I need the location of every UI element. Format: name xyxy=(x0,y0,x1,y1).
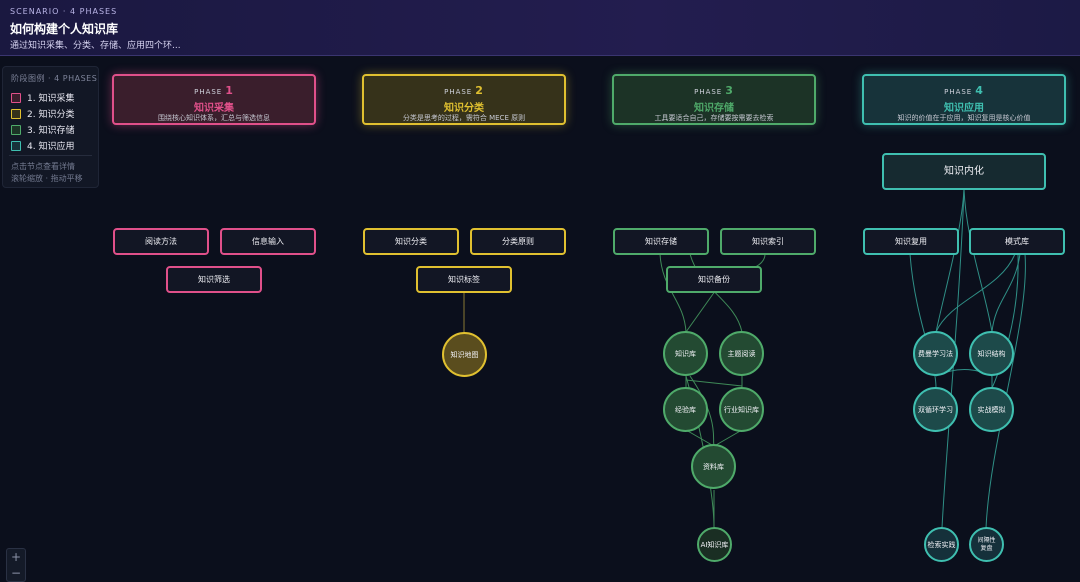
link-exp-archive xyxy=(685,429,713,446)
node-practice-simulation[interactable]: 实战模拟 xyxy=(969,387,1014,432)
node-experience-base[interactable]: 经验库 xyxy=(663,387,708,432)
phase-name: 知识采集 xyxy=(194,103,234,114)
node-topic-reading[interactable]: 主题阅读 xyxy=(719,331,764,376)
legend-swatch xyxy=(11,108,21,119)
legend-item-label: 3. 知识存储 xyxy=(27,126,75,136)
link-internal-pattern xyxy=(963,188,993,333)
header-bar: SCENARIO · 4 PHASES 如何构建个人知识库 通过知识采集、分类、… xyxy=(0,0,1080,56)
link-industry-archive xyxy=(715,429,743,446)
phase-desc: 知识的价值在于应用，知识复用是核心价值 xyxy=(897,114,1031,122)
link-backup-kb xyxy=(685,293,714,333)
legend-item-phase3[interactable]: 3. 知识存储 xyxy=(11,123,74,136)
page-title: 如何构建个人知识库 xyxy=(10,22,119,36)
node-spaced-review[interactable]: 间隔性复盘 xyxy=(969,527,1004,562)
link-storage-reading xyxy=(689,253,743,333)
link-kb-industry xyxy=(685,379,743,387)
link-pattern-feynman xyxy=(935,253,1016,333)
legend-swatch xyxy=(11,92,21,103)
node-feynman-method[interactable]: 费曼学习法 xyxy=(913,331,958,376)
legend-divider xyxy=(9,155,92,156)
node-pattern-library[interactable]: 模式库 xyxy=(969,228,1065,255)
node-double-loop-learning[interactable]: 双循环学习 xyxy=(913,387,958,432)
phase-name: 知识分类 xyxy=(444,103,484,114)
phase-desc: 围绕核心知识体系，汇总与筛选信息 xyxy=(158,114,270,122)
link-kb-archive xyxy=(689,375,715,446)
node-reading-method[interactable]: 阅读方法 xyxy=(113,228,209,255)
link-storage-kb xyxy=(659,253,687,333)
node-internalization[interactable]: 知识内化 xyxy=(882,153,1046,190)
phase-desc: 工具要适合自己，存储要按需要去检索 xyxy=(654,114,774,122)
legend-panel: 阶段图例 · 4 PHASES 1. 知识采集 2. 知识分类 3. 知识存储 … xyxy=(2,66,99,188)
legend-item-label: 1. 知识采集 xyxy=(27,94,75,104)
link-pattern-spaced xyxy=(985,253,1026,529)
legend-swatch xyxy=(11,140,21,151)
node-info-input[interactable]: 信息输入 xyxy=(220,228,316,255)
legend-hint-zoom: 滚轮缩放 · 拖动平移 xyxy=(11,174,83,183)
legend-item-label: 2. 知识分类 xyxy=(27,110,75,120)
legend-title: 阶段图例 · 4 PHASES xyxy=(11,74,98,83)
phase-desc: 分类是思考的过程，需符合 MECE 原则 xyxy=(402,114,526,122)
node-ai-knowledge-base[interactable]: AI知识库 xyxy=(697,527,732,562)
node-knowledge-structure[interactable]: 知识结构 xyxy=(969,331,1014,376)
node-archive[interactable]: 资料库 xyxy=(691,444,736,489)
node-knowledge-storage[interactable]: 知识存储 xyxy=(613,228,709,255)
legend-item-phase4[interactable]: 4. 知识应用 xyxy=(11,139,74,152)
phase-name: 知识存储 xyxy=(694,103,734,114)
legend-hint-click: 点击节点查看详情 xyxy=(11,162,75,171)
scenario-kicker: SCENARIO · 4 PHASES xyxy=(10,7,118,16)
node-knowledge-filter[interactable]: 知识筛选 xyxy=(166,266,262,293)
zoom-out-button[interactable]: − xyxy=(10,566,22,580)
node-industry-base[interactable]: 行业知识库 xyxy=(719,387,764,432)
node-classify-principle[interactable]: 分类原则 xyxy=(470,228,566,255)
node-knowledge-reuse[interactable]: 知识复用 xyxy=(863,228,959,255)
node-retrieval-practice[interactable]: 检索实践 xyxy=(924,527,959,562)
legend-item-phase1[interactable]: 1. 知识采集 xyxy=(11,91,74,104)
link-pattern-structure xyxy=(991,253,1021,333)
node-knowledge-base[interactable]: 知识库 xyxy=(663,331,708,376)
zoom-control: + − xyxy=(6,548,26,582)
node-knowledge-map[interactable]: 知识地图 xyxy=(442,332,487,377)
page-subtitle: 通过知识采集、分类、存储、应用四个环... xyxy=(10,41,181,51)
phase-name: 知识应用 xyxy=(944,103,984,114)
node-knowledge-index[interactable]: 知识索引 xyxy=(720,228,816,255)
node-knowledge-backup[interactable]: 知识备份 xyxy=(666,266,762,293)
legend-swatch xyxy=(11,124,21,135)
node-knowledge-classify[interactable]: 知识分类 xyxy=(363,228,459,255)
legend-item-label: 4. 知识应用 xyxy=(27,142,75,152)
link-internal-reuse xyxy=(935,188,965,333)
zoom-in-button[interactable]: + xyxy=(10,550,22,564)
node-knowledge-tag[interactable]: 知识标签 xyxy=(416,266,512,293)
legend-item-phase2[interactable]: 2. 知识分类 xyxy=(11,107,74,120)
